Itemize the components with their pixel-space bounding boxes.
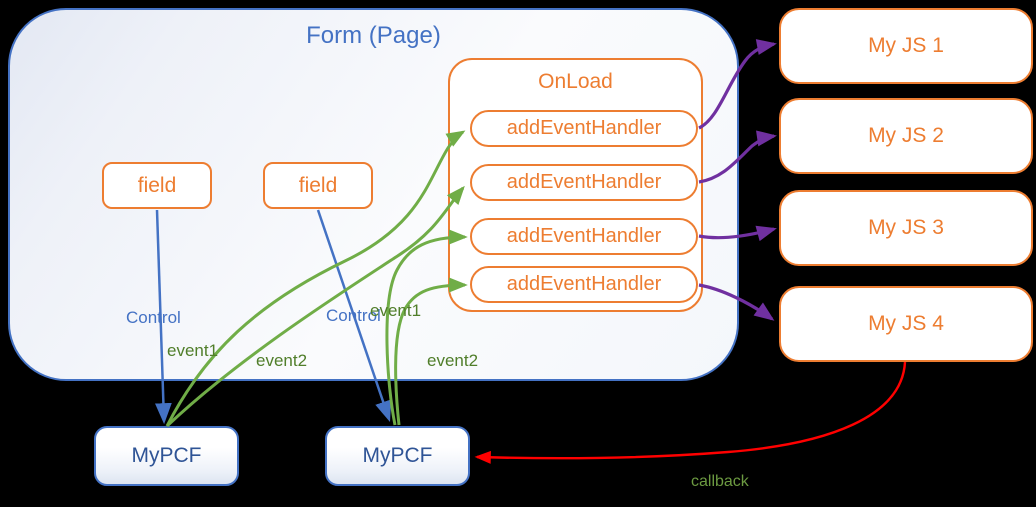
add-event-handler-label-3: addEventHandler [506, 225, 662, 247]
field-label-2: field [298, 173, 338, 197]
control-label-1: Control [126, 308, 181, 327]
my-js-box-3: My JS 3 [779, 190, 1033, 266]
my-js-label-3: My JS 3 [868, 216, 944, 239]
my-js-label-4: My JS 4 [868, 312, 944, 335]
my-js-box-2: My JS 2 [779, 98, 1033, 174]
field-box-2: field [263, 162, 373, 209]
my-pcf-label-2: MyPCF [362, 444, 433, 467]
add-event-handler-pill-2: addEventHandler [470, 164, 698, 201]
field-label-1: field [137, 173, 177, 197]
my-js-box-4: My JS 4 [779, 286, 1033, 362]
add-event-handler-label-1: addEventHandler [506, 117, 662, 139]
my-js-box-1: My JS 1 [779, 8, 1033, 84]
my-pcf-box-1: MyPCF [94, 426, 239, 486]
event2-label-1: event2 [256, 351, 308, 370]
my-js-label-1: My JS 1 [868, 34, 944, 57]
my-pcf-box-2: MyPCF [325, 426, 470, 486]
event1-label-2: event1 [370, 301, 422, 320]
onload-title: OnLoad [538, 70, 613, 93]
event1-label-1: event1 [167, 341, 219, 360]
my-js-label-2: My JS 2 [868, 124, 944, 147]
add-event-handler-pill-3: addEventHandler [470, 218, 698, 255]
form-page-title: Form (Page) [306, 22, 441, 49]
add-event-handler-label-2: addEventHandler [506, 171, 662, 193]
field-box-1: field [102, 162, 212, 209]
add-event-handler-pill-1: addEventHandler [470, 110, 698, 147]
callback-label: callback [691, 473, 749, 490]
event2-label-2: event2 [427, 351, 479, 370]
add-event-handler-pill-4: addEventHandler [470, 266, 698, 303]
my-pcf-label-1: MyPCF [131, 444, 202, 467]
add-event-handler-label-4: addEventHandler [506, 273, 662, 295]
